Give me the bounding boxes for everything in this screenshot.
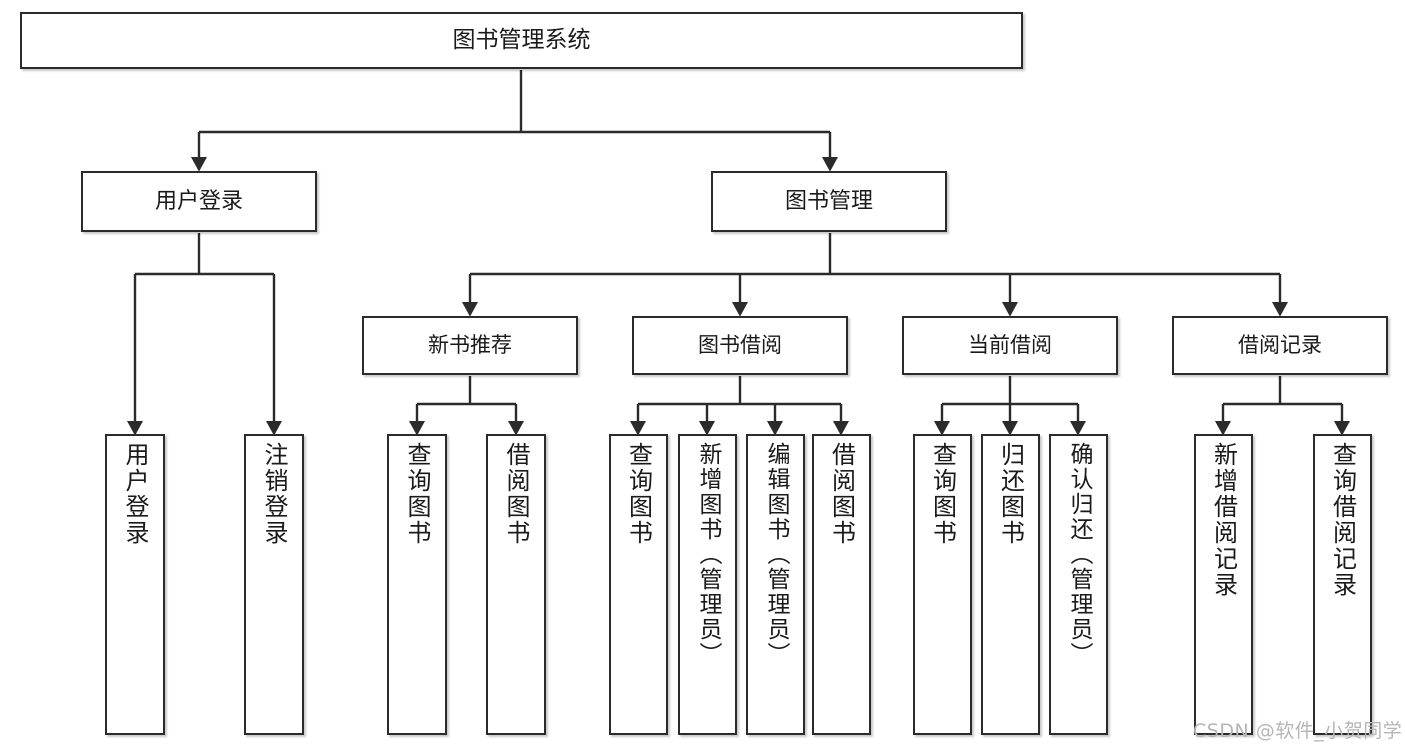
node-borrow-record-label: 借阅记录 <box>1238 333 1322 358</box>
leaf-user-login[interactable]: 用户登录 <box>105 434 165 735</box>
node-current-borrow[interactable]: 当前借阅 <box>902 316 1118 375</box>
leaf-query-book-borrow-label: 查询图书 <box>624 442 653 546</box>
node-new-book-recommend[interactable]: 新书推荐 <box>362 316 578 375</box>
leaf-query-book-recommend[interactable]: 查询图书 <box>387 434 447 735</box>
leaf-add-borrow-record-label: 新增借阅记录 <box>1209 442 1238 598</box>
leaf-return-book-label: 归还图书 <box>996 442 1025 546</box>
leaf-edit-book-admin-label: 编辑图书（管理员） <box>763 442 789 667</box>
leaf-borrow-book[interactable]: 借阅图书 <box>812 434 871 735</box>
node-user-login[interactable]: 用户登录 <box>81 171 317 232</box>
leaf-logout[interactable]: 注销登录 <box>244 434 304 735</box>
leaf-add-book-admin[interactable]: 新增图书（管理员） <box>678 434 737 735</box>
leaf-confirm-return-admin-label: 确认归还（管理员） <box>1066 442 1092 667</box>
node-current-borrow-label: 当前借阅 <box>968 333 1052 358</box>
leaf-add-book-admin-label: 新增图书（管理员） <box>695 442 721 667</box>
csdn-watermark: CSDN @软件_小贺同学 <box>1193 720 1403 742</box>
leaf-query-borrow-record-label: 查询借阅记录 <box>1328 442 1357 598</box>
leaf-query-book-borrow[interactable]: 查询图书 <box>609 434 668 735</box>
node-root[interactable]: 图书管理系统 <box>20 12 1023 69</box>
node-book-management-label: 图书管理 <box>784 188 873 214</box>
leaf-add-borrow-record[interactable]: 新增借阅记录 <box>1194 434 1253 735</box>
leaf-borrow-book-recommend[interactable]: 借阅图书 <box>486 434 546 735</box>
node-book-management[interactable]: 图书管理 <box>711 171 947 232</box>
node-new-book-recommend-label: 新书推荐 <box>428 333 512 358</box>
node-book-borrow-label: 图书借阅 <box>698 333 782 358</box>
leaf-query-book-current-label: 查询图书 <box>928 442 957 546</box>
leaf-query-borrow-record[interactable]: 查询借阅记录 <box>1313 434 1372 735</box>
leaf-edit-book-admin[interactable]: 编辑图书（管理员） <box>746 434 805 735</box>
leaf-query-book-current[interactable]: 查询图书 <box>913 434 972 735</box>
node-book-borrow[interactable]: 图书借阅 <box>632 316 848 375</box>
node-root-label: 图书管理系统 <box>452 26 591 53</box>
leaf-user-login-label: 用户登录 <box>121 442 149 546</box>
leaf-borrow-book-label: 借阅图书 <box>827 442 856 546</box>
leaf-borrow-book-recommend-label: 借阅图书 <box>502 442 530 546</box>
node-borrow-record[interactable]: 借阅记录 <box>1172 316 1388 375</box>
leaf-query-book-recommend-label: 查询图书 <box>403 442 431 546</box>
leaf-logout-label: 注销登录 <box>260 442 288 546</box>
leaf-confirm-return-admin[interactable]: 确认归还（管理员） <box>1049 434 1108 735</box>
leaf-return-book[interactable]: 归还图书 <box>981 434 1040 735</box>
node-user-login-label: 用户登录 <box>154 188 243 214</box>
